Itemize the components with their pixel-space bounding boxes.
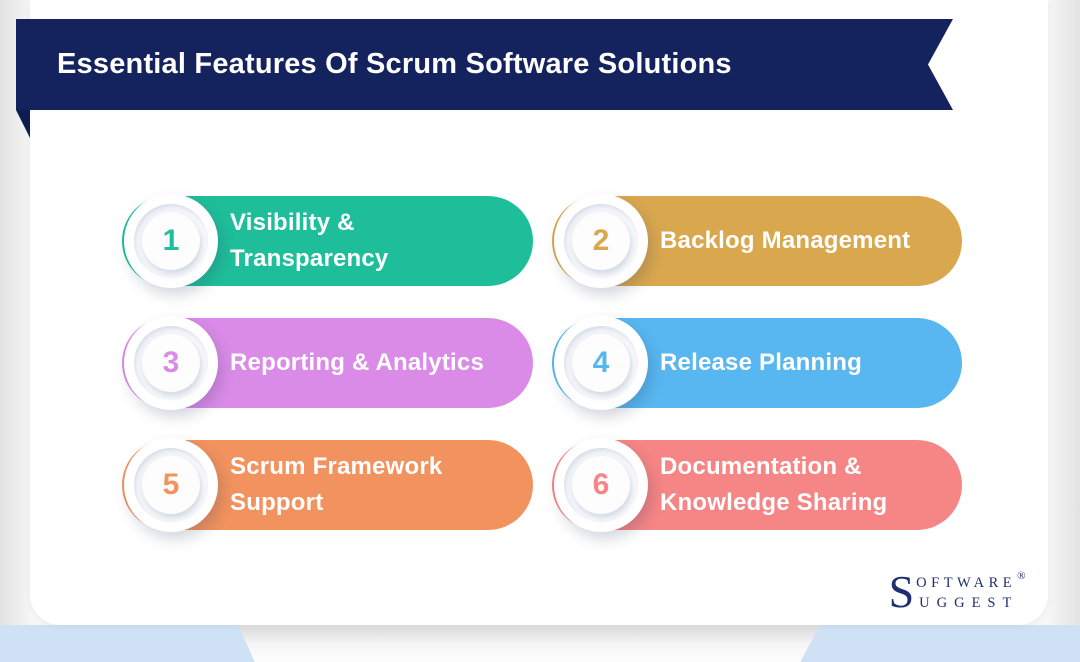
feature-number-badge: 5 [124,438,218,532]
ribbon-fold [16,110,30,138]
badge-ring: 1 [134,204,208,278]
logo-wordmark: OFTWARE ® UGGEST [916,571,1030,612]
feature-label: Scrum Framework Support [230,453,443,516]
softwaresuggest-logo: S OFTWARE ® UGGEST [888,566,1030,617]
feature-pill-2: 2 Backlog Management [552,194,962,288]
feature-label: Backlog Management [660,227,911,254]
badge-ring: 4 [564,326,638,400]
feature-number-badge: 1 [124,194,218,288]
badge-ring: 6 [564,448,638,522]
badge-ring: 2 [564,204,638,278]
feature-number-badge: 3 [124,316,218,410]
feature-label: Release Planning [660,349,862,376]
badge-ring: 3 [134,326,208,400]
feature-number-badge: 2 [554,194,648,288]
feature-pill-4: 4 Release Planning [552,316,962,410]
feature-number: 4 [572,334,630,392]
feature-label: Reporting & Analytics [230,349,485,376]
logo-word-software: OFTWARE ® [916,571,1030,592]
feature-pill-6: 6 Documentation & Knowledge Sharing [552,438,962,532]
feature-number: 5 [142,456,200,514]
feature-pill-3: 3 Reporting & Analytics [122,316,533,410]
feature-label: Visibility & Transparency [230,209,389,272]
feature-number: 3 [142,334,200,392]
registered-trademark-icon: ® [1017,570,1030,582]
feature-number-badge: 6 [554,438,648,532]
feature-number: 2 [572,212,630,270]
logo-initial-s: S [888,566,915,617]
feature-number-badge: 4 [554,316,648,410]
bottom-podium-shape [238,625,820,662]
logo-word-suggest: UGGEST [919,595,1019,611]
page-title: Essential Features Of Scrum Software Sol… [57,48,732,80]
title-ribbon: Essential Features Of Scrum Software Sol… [16,19,953,110]
feature-pill-5: 5 Scrum Framework Support [122,438,533,532]
feature-number: 6 [572,456,630,514]
logo-word1-text: OFTWARE [916,575,1017,591]
badge-ring: 5 [134,448,208,522]
feature-number: 1 [142,212,200,270]
feature-label: Documentation & Knowledge Sharing [660,453,888,516]
feature-pill-1: 1 Visibility & Transparency [122,194,533,288]
